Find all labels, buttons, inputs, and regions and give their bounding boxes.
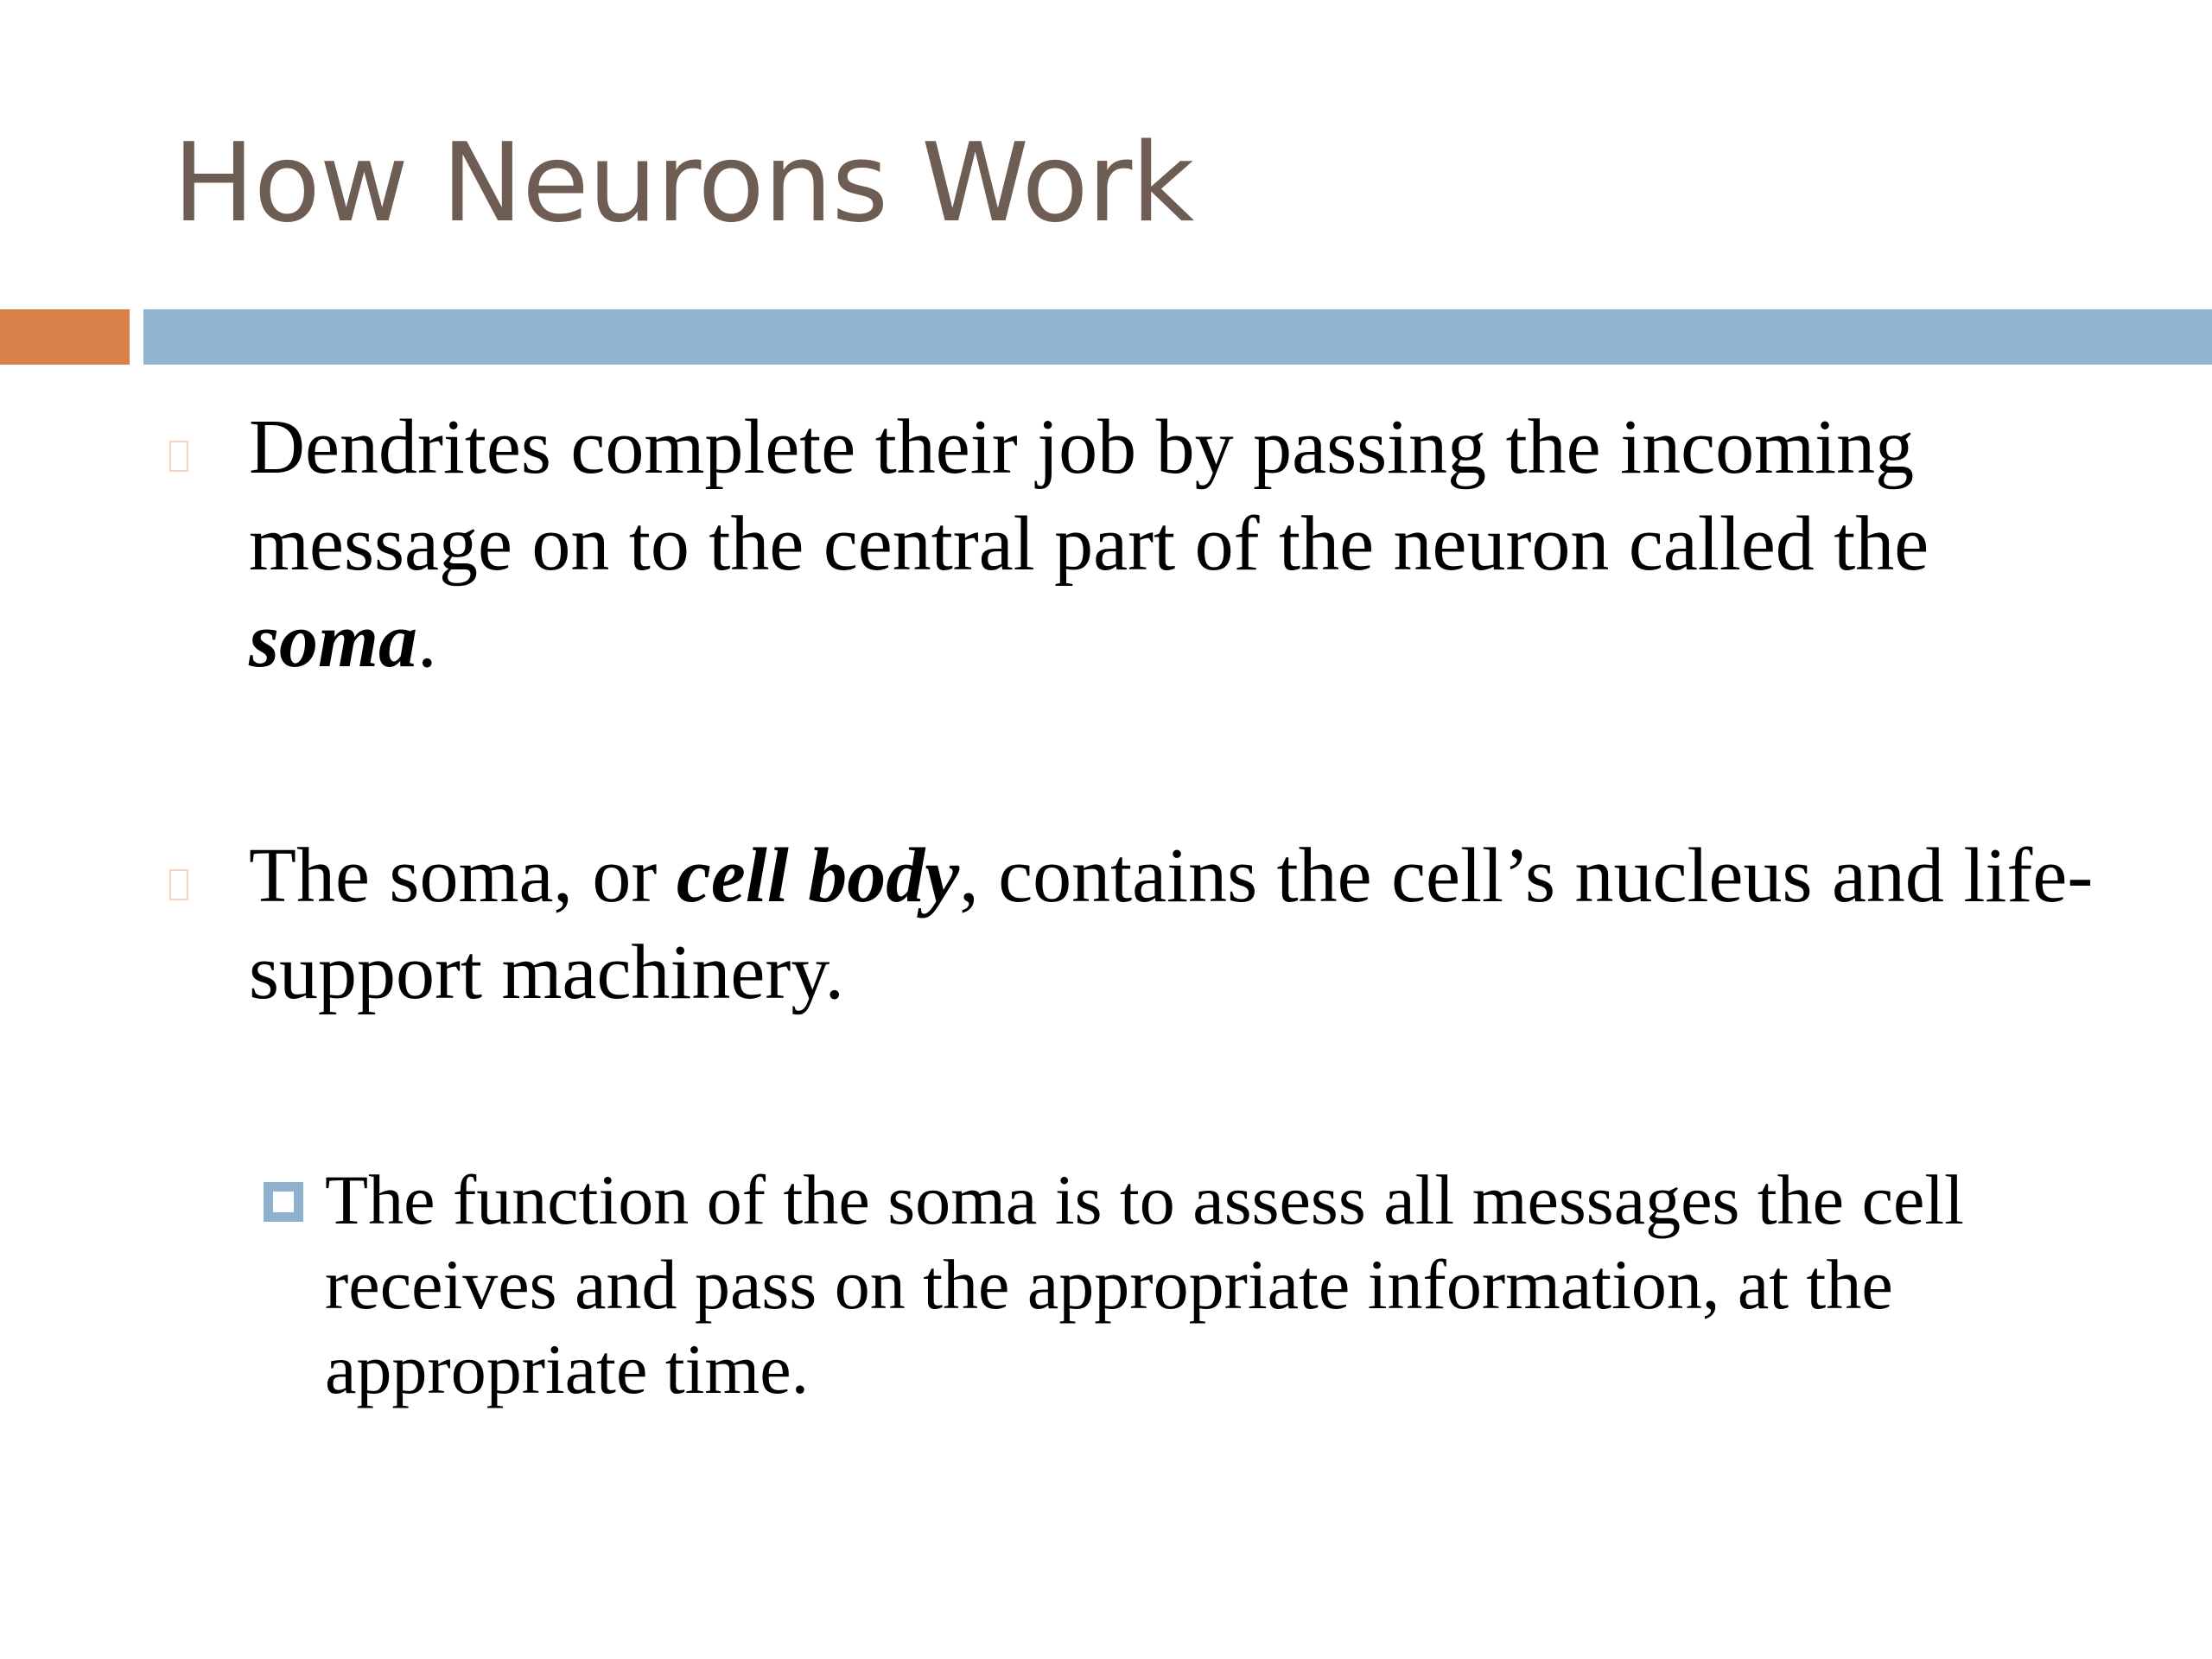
empty-square-glyph-icon — [169, 441, 188, 472]
bullet-soma: The soma, or cell body, contains the cel… — [249, 828, 2133, 1021]
slide-title: How Neurons Work — [173, 119, 1194, 246]
sub-bullet-text: The function of the soma is to assess al… — [325, 1160, 1964, 1408]
bullet-text: The soma, or cell body, contains the cel… — [249, 828, 2133, 1021]
bullet-text-part: Dendrites complete their job by passing … — [249, 404, 1929, 587]
title-accent-bar-orange — [0, 309, 130, 365]
empty-square-glyph-icon — [169, 869, 188, 900]
hollow-square-bullet-icon — [264, 1182, 303, 1222]
bullet-text: Dendrites complete their job by passing … — [249, 399, 2133, 690]
bullet-text-part: The soma, or — [249, 833, 677, 918]
sub-bullet-soma-function: The function of the soma is to assess al… — [325, 1158, 2139, 1412]
bullet-emphasis-soma: soma — [249, 598, 418, 683]
bullet-dendrites: Dendrites complete their job by passing … — [249, 399, 2133, 690]
bullet-text-part: , contains the cell’s nucleus and life-s… — [249, 833, 2094, 1015]
bullet-text-part: . — [417, 598, 437, 683]
title-accent-bar-blue — [143, 309, 2212, 365]
bullet-emphasis-cell-body: cell body — [676, 833, 960, 918]
